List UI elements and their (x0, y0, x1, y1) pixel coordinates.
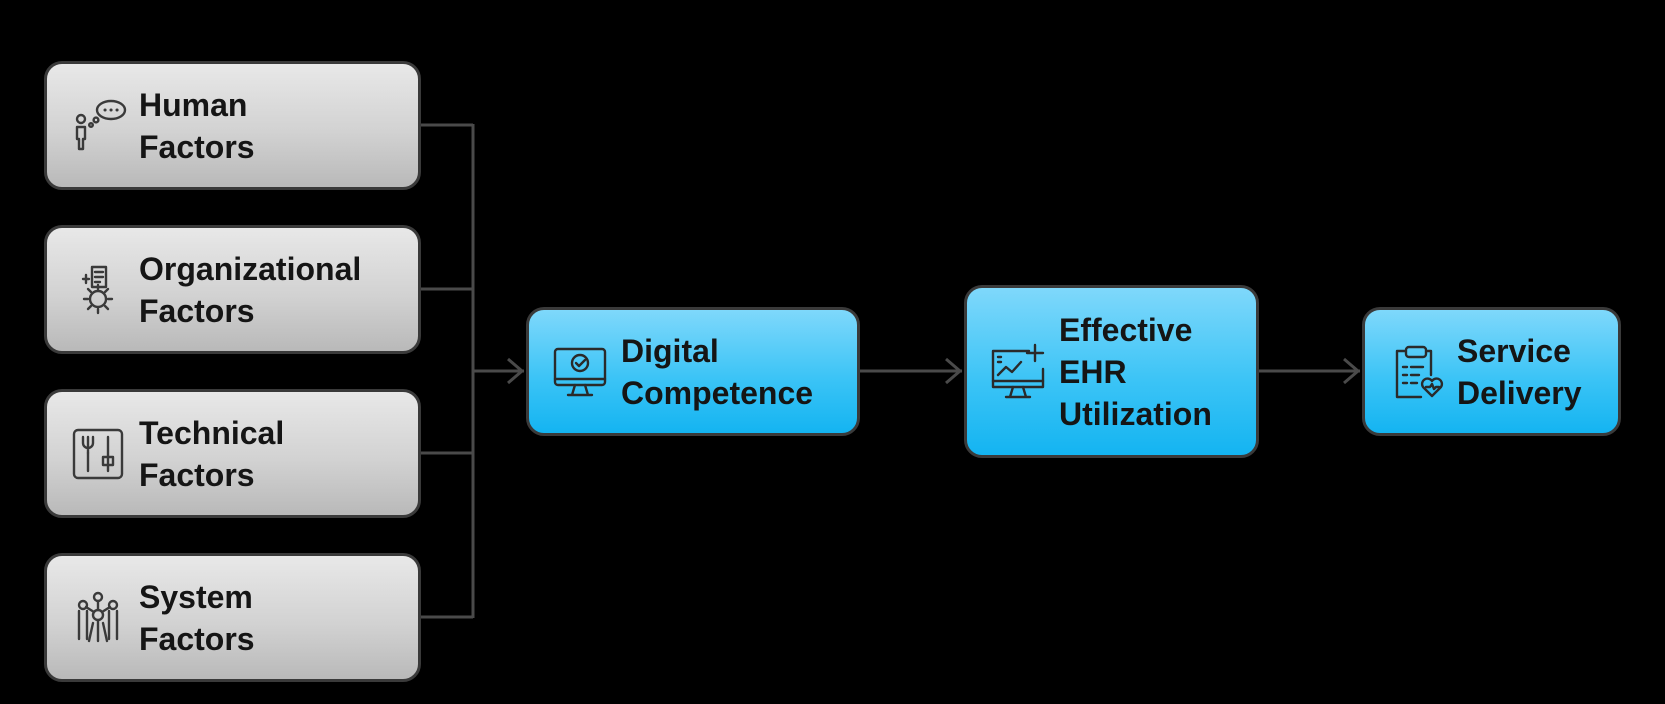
label-line: Competence (621, 374, 814, 411)
organizational-factors-node: Organizational Factors (44, 225, 421, 354)
monitor-check-icon (551, 343, 609, 401)
organizational-factors-label: Organizational Factors (139, 248, 361, 332)
human-factors-label: Human Factors (139, 84, 255, 168)
digital-competence-label: Digital Competence (621, 330, 813, 414)
label-line: Technical (139, 414, 285, 451)
technical-factors-label: Technical Factors (139, 412, 284, 496)
service-delivery-node: Service Delivery (1362, 307, 1621, 436)
service-delivery-label: Service Delivery (1457, 330, 1582, 414)
system-factors-label: System Factors (139, 576, 255, 660)
label-line: Utilization (1059, 395, 1212, 432)
technical-factors-node: Technical Factors (44, 389, 421, 518)
system-factors-node: System Factors (44, 553, 421, 682)
label-line: Service (1457, 332, 1571, 369)
label-line: System (139, 578, 253, 615)
label-line: Factors (139, 620, 255, 657)
clipboard-heart-icon (1387, 343, 1445, 401)
effective-ehr-utilization-node: Effective EHR Utilization (964, 285, 1259, 458)
digital-competence-node: Digital Competence (526, 307, 860, 436)
arrowhead-service (1343, 357, 1361, 385)
label-line: Factors (139, 456, 255, 493)
monitor-chart-plus-icon (989, 343, 1047, 401)
label-line: Human (139, 86, 248, 123)
label-line: Factors (139, 292, 255, 329)
gear-document-icon (69, 261, 127, 319)
tools-panel-icon (69, 425, 127, 483)
arrowhead-ehr (945, 357, 963, 385)
label-line: Effective (1059, 311, 1193, 348)
label-line: EHR (1059, 353, 1127, 390)
human-factors-node: Human Factors (44, 61, 421, 190)
label-line: Factors (139, 128, 255, 165)
label-line: Digital (621, 332, 719, 369)
label-line: Delivery (1457, 374, 1582, 411)
network-people-icon (69, 589, 127, 647)
arrowhead-digital (507, 357, 525, 385)
person-thought-bubble-icon (69, 97, 127, 155)
effective-ehr-utilization-label: Effective EHR Utilization (1059, 309, 1212, 435)
label-line: Organizational (139, 250, 362, 287)
